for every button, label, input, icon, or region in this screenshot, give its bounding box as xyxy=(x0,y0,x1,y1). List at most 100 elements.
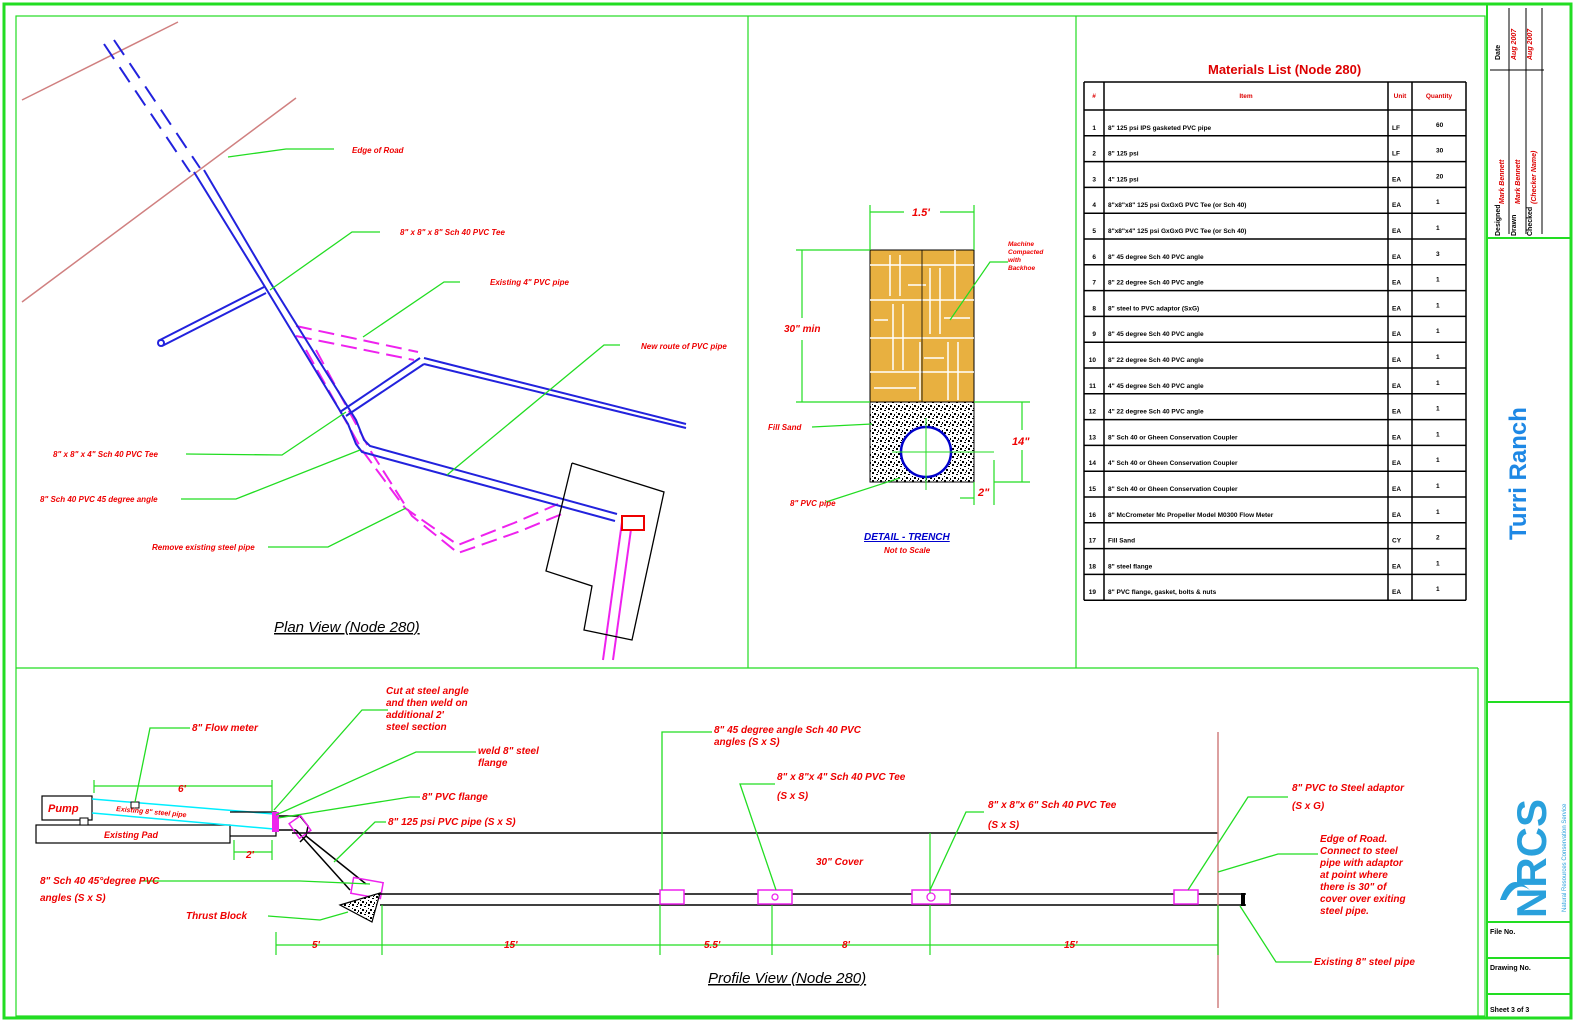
table-cell-unit: EA xyxy=(1392,434,1401,441)
table-cell-num: 12 xyxy=(1089,409,1097,416)
table-cell-qty: 1 xyxy=(1436,199,1440,206)
table-cell-num: 3 xyxy=(1092,176,1096,183)
label-new-route: New route of PVC pipe xyxy=(641,342,727,351)
table-header: Unit xyxy=(1394,93,1407,100)
label-angle-45: 8" Sch 40 PVC 45 degree angle xyxy=(40,495,158,504)
label-edge-1: Edge of Road. xyxy=(1320,834,1387,845)
label-weld-flange-2: flange xyxy=(478,758,508,769)
table-cell-item: 4" Sch 40 or Gheen Conservation Coupler xyxy=(1108,460,1238,467)
table-cell-unit: CY xyxy=(1392,538,1402,545)
backfill-label: Machine Compacted with Backhoe xyxy=(1008,241,1045,272)
pump xyxy=(41,795,93,821)
label-adaptor-b: (S x G) xyxy=(1292,801,1325,812)
dim-6: 6' xyxy=(178,784,187,795)
table-cell-num: 13 xyxy=(1089,434,1097,441)
table-cell-qty: 1 xyxy=(1436,225,1440,232)
table-cell-unit: EA xyxy=(1392,228,1401,235)
svg-text:NRCS: NRCS xyxy=(1508,799,1555,918)
label-tee-4-b: (S x S) xyxy=(777,791,809,802)
drawn-by: Mark Bennett xyxy=(1515,159,1522,204)
trench-width-label: 1.5' xyxy=(912,207,930,219)
table-cell-qty: 1 xyxy=(1436,560,1440,567)
designed-by: Mark Bennett xyxy=(1499,159,1506,204)
table-cell-num: 16 xyxy=(1089,512,1097,519)
table-cell-num: 6 xyxy=(1092,254,1096,261)
label-edge-3: pipe with adaptor xyxy=(1319,858,1404,869)
label-edge-2: Connect to steel xyxy=(1320,846,1398,857)
plan-view: Edge of Road 8" x 8" x 8" Sch 40 PVC Tee… xyxy=(21,21,727,661)
label-pvc-pipe: 8" 125 psi PVC pipe (S x S) xyxy=(388,817,516,828)
table-cell-num: 8 xyxy=(1092,305,1096,312)
table-cell-unit: EA xyxy=(1392,176,1401,183)
table-cell-num: 4 xyxy=(1092,202,1096,209)
project-title: Turri Ranch xyxy=(1505,407,1532,540)
dim-15a: 15' xyxy=(504,940,518,951)
label-angle-45-b: angles (S x S) xyxy=(714,737,780,748)
table-cell-unit: EA xyxy=(1392,305,1401,312)
date-2: Aug 2007 xyxy=(1527,28,1534,61)
table-cell-unit: EA xyxy=(1392,460,1401,467)
label-tee-8x8x4: 8" x 8" x 4" Sch 40 PVC Tee xyxy=(53,450,158,459)
table-cell-num: 9 xyxy=(1092,331,1096,338)
table-cell-qty: 3 xyxy=(1436,251,1440,258)
pvc-pipe-label: 8" PVC pipe xyxy=(790,499,836,508)
table-cell-num: 15 xyxy=(1089,486,1097,493)
table-cell-item: 4" 125 psi xyxy=(1108,176,1139,183)
trench-side-label: 2" xyxy=(977,487,990,499)
dim-15b: 15' xyxy=(1064,940,1078,951)
table-cell-num: 18 xyxy=(1089,563,1097,570)
designed-label: Designed xyxy=(1495,204,1502,236)
table-cell-qty: 2 xyxy=(1436,535,1440,542)
label-cut-steel-2: and then weld on xyxy=(386,698,468,709)
label-cover: 30" Cover xyxy=(816,857,864,868)
table-cell-num: 7 xyxy=(1092,280,1096,287)
table-cell-qty: 1 xyxy=(1436,431,1440,438)
table-cell-item: 8" 45 degree Sch 40 PVC angle xyxy=(1108,254,1204,261)
table-cell-qty: 1 xyxy=(1436,509,1440,516)
label-tee-4-a: 8" x 8"x 4" Sch 40 PVC Tee xyxy=(777,772,906,783)
table-header: # xyxy=(1092,93,1096,100)
profile-view: 8" Flow meter Cut at steel angle and the… xyxy=(35,686,1415,1008)
label-pump: Pump xyxy=(48,803,79,815)
road-edge-upper xyxy=(21,21,179,101)
table-cell-qty: 1 xyxy=(1436,277,1440,284)
table-cell-unit: EA xyxy=(1392,512,1401,519)
dim-55: 5.5' xyxy=(704,940,721,951)
table-cell-item: 8"x8"x8" 125 psi GxGxG PVC Tee (or Sch 4… xyxy=(1108,202,1246,209)
label-adaptor-a: 8" PVC to Steel adaptor xyxy=(1292,783,1405,794)
table-cell-unit: EA xyxy=(1392,486,1401,493)
table-cell-item: 8" PVC flange, gasket, bolts & nuts xyxy=(1108,589,1217,596)
label-existing-steel-pipe: Existing 8" steel pipe xyxy=(116,806,187,819)
table-cell-item: 8"x8"x4" 125 psi GxGxG PVC Tee (or Sch 4… xyxy=(1108,228,1246,235)
label-tee-6-b: (S x S) xyxy=(988,820,1020,831)
label-weld-flange-1: weld 8" steel xyxy=(478,746,539,757)
label-sch40-a: 8" Sch 40 45°degree PVC xyxy=(40,876,160,887)
table-cell-unit: EA xyxy=(1392,202,1401,209)
label-existing-pipe: Existing 4" PVC pipe xyxy=(490,278,569,287)
trench-fill-label: 14" xyxy=(1012,436,1030,448)
label-cut-steel-1: Cut at steel angle xyxy=(386,686,469,697)
table-cell-qty: 1 xyxy=(1436,328,1440,335)
thrust-block xyxy=(338,892,381,923)
table-cell-unit: EA xyxy=(1392,357,1401,364)
table-cell-qty: 1 xyxy=(1436,380,1440,387)
table-cell-num: 1 xyxy=(1092,125,1096,132)
table-cell-num: 10 xyxy=(1089,357,1097,364)
label-tee-8x8x8: 8" x 8" x 8" Sch 40 PVC Tee xyxy=(400,228,505,237)
label-existing-steel: Existing 8" steel pipe xyxy=(1314,957,1415,968)
title-block: Designed Drawn Checked Date Mark Bennett… xyxy=(1490,8,1568,1014)
table-cell-qty: 20 xyxy=(1436,173,1444,180)
road-edge-lower xyxy=(21,97,297,303)
checked-by: (Checker Name) xyxy=(1531,150,1538,204)
table-cell-unit: EA xyxy=(1392,254,1401,261)
date-label: Date xyxy=(1495,45,1502,60)
table-cell-unit: EA xyxy=(1392,589,1401,596)
existing-pad xyxy=(35,824,231,844)
label-pvc-flange: 8" PVC flange xyxy=(422,792,488,803)
nrcs-logo: NRCS Natural Resources Conservation Serv… xyxy=(1500,799,1568,918)
checked-label: Checked xyxy=(1527,207,1534,236)
label-flow-meter: 8" Flow meter xyxy=(192,723,259,734)
label-tee-6-a: 8" x 8"x 6" Sch 40 PVC Tee xyxy=(988,800,1117,811)
svg-text:Natural Resources Conservation: Natural Resources Conservation Service xyxy=(1562,803,1568,912)
table-cell-qty: 1 xyxy=(1436,457,1440,464)
